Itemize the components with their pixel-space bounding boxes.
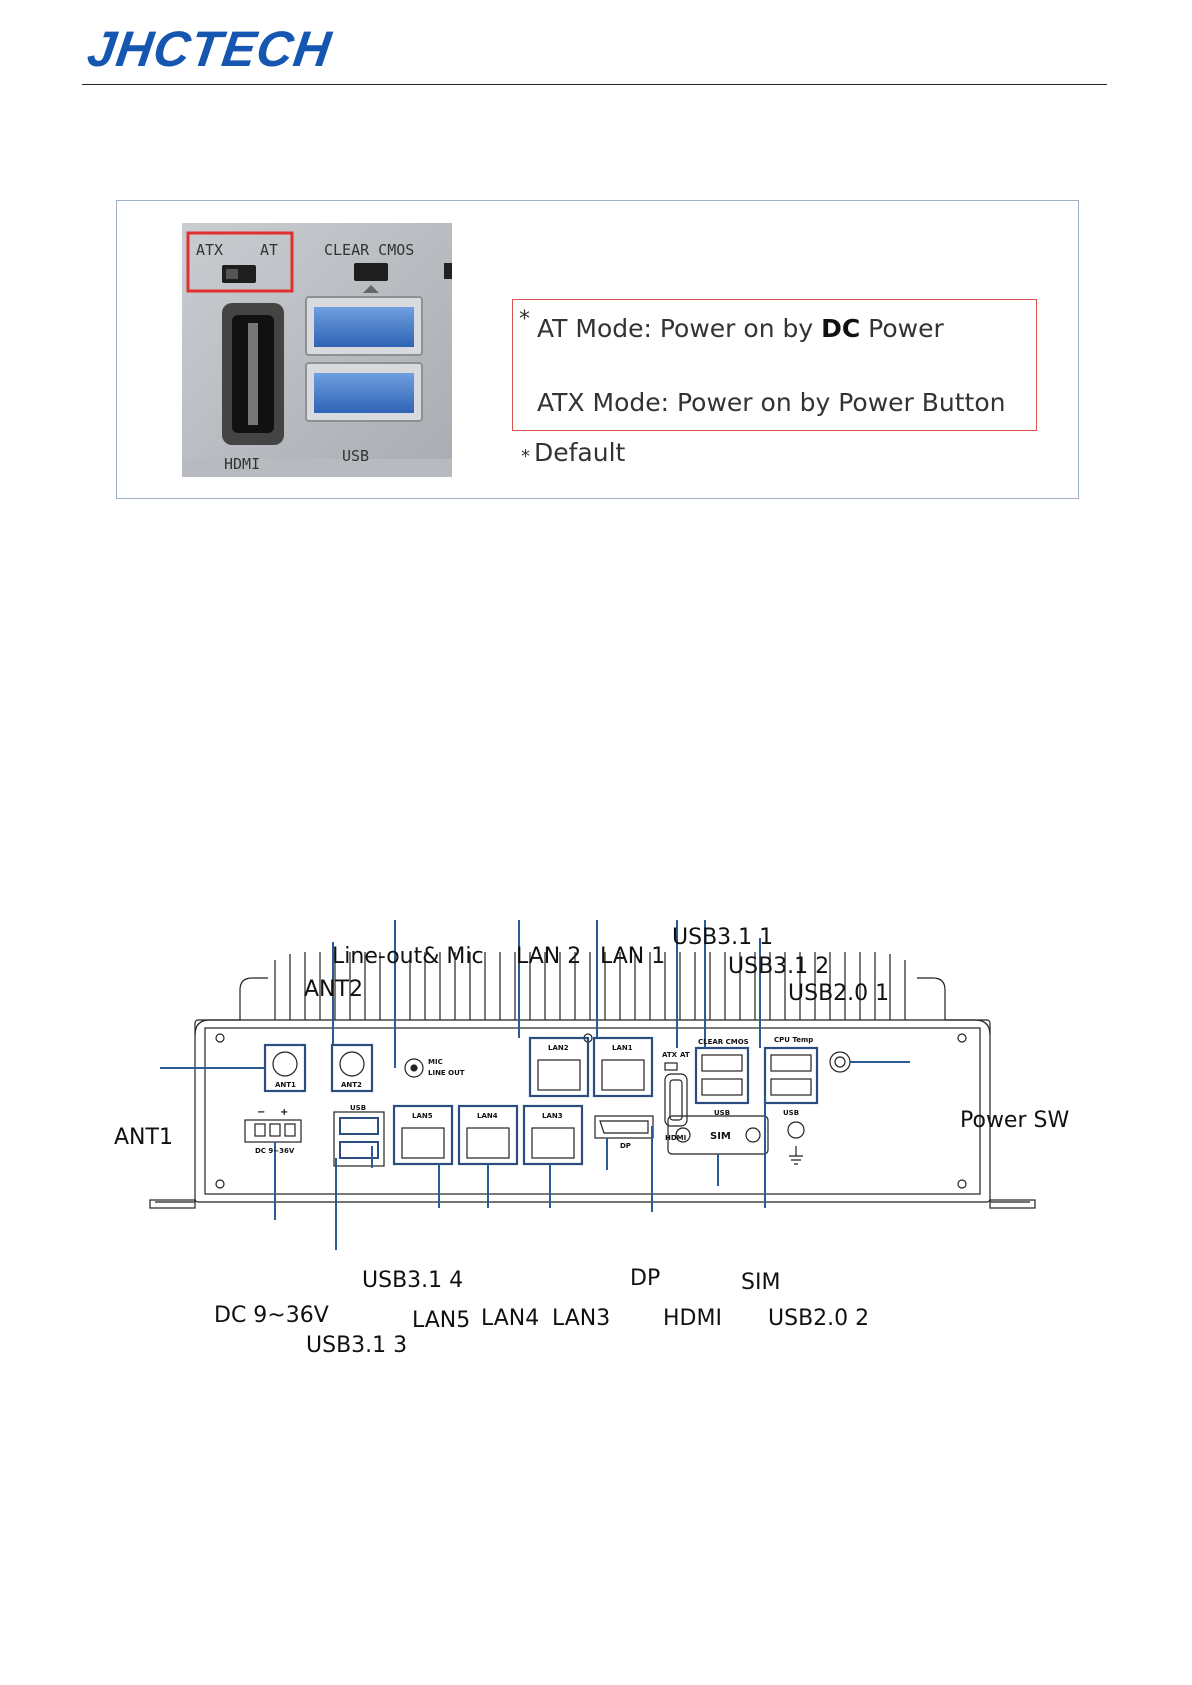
ground-symbol (787, 1121, 805, 1139)
panel-cpu-temp-label: CPU Temp (774, 1036, 813, 1044)
screw (957, 1033, 967, 1043)
panel-lan3-label: LAN3 (542, 1112, 563, 1120)
callout-sim: SIM (741, 1270, 781, 1295)
lan2-port (528, 1036, 590, 1098)
heatsink-left-shoulder (194, 977, 268, 1036)
photo-at-label: AT (260, 241, 278, 259)
panel-usb-label-a: USB (714, 1109, 730, 1117)
screw (957, 1179, 967, 1189)
callout-usb20-1: USB2.0 1 (788, 981, 890, 1006)
panel-minus-label: − (257, 1107, 265, 1118)
screw (215, 1033, 225, 1043)
at-mode-asterisk: * (519, 307, 530, 332)
panel-lan5-label: LAN5 (412, 1112, 433, 1120)
callout-lan2: LAN 2 (516, 944, 582, 969)
panel-ant2-label: ANT2 (341, 1081, 362, 1089)
heatsink-right-shoulder (917, 977, 991, 1036)
at-mode-prefix: AT Mode: Power on by (537, 314, 822, 343)
panel-clear-cmos-label: CLEAR CMOS (698, 1038, 749, 1046)
callout-lan4: LAN4 (481, 1306, 540, 1331)
callout-usb31-2: USB3.1 2 (728, 954, 830, 979)
panel-lan4-label: LAN4 (477, 1112, 498, 1120)
right-foot (989, 1199, 1036, 1209)
callout-lan5: LAN5 (412, 1308, 471, 1333)
panel-atx-label: ATX (662, 1051, 678, 1059)
panel-dc-label: DC 9~36V (255, 1147, 295, 1155)
default-asterisk: * (521, 446, 530, 467)
power-mode-note-box (512, 299, 1037, 431)
header-divider (82, 84, 1107, 85)
callout-ant2: ANT2 (304, 977, 363, 1002)
panel-dp-label: DP (620, 1142, 631, 1150)
callout-lan1: LAN 1 (600, 944, 666, 969)
panel-plus-label: + (280, 1107, 288, 1118)
panel-atx-at-switch (664, 1062, 678, 1071)
clear-cmos-jumper (354, 263, 388, 281)
photo-usb-label: USB (342, 447, 369, 465)
atx-at-switch-photo: ATX AT CLEAR CMOS HDMI USB (182, 223, 452, 477)
at-mode-note: AT Mode: Power on by DC Power (537, 314, 944, 343)
callout-usb31-4: USB3.1 4 (362, 1268, 464, 1293)
at-mode-dc: DC (821, 314, 861, 343)
panel-dp-port (594, 1115, 654, 1139)
panel-line-out-label: LINE OUT (428, 1069, 465, 1077)
callout-usb20-2: USB2.0 2 (768, 1306, 870, 1331)
callout-power-sw: Power SW (960, 1108, 1070, 1133)
front-plate (204, 1027, 981, 1195)
callout-ant1: ANT1 (114, 1125, 173, 1150)
ant2-port (330, 1043, 374, 1093)
photo-clear-cmos-label: CLEAR CMOS (324, 241, 414, 259)
lan1-port (592, 1036, 654, 1098)
panel-mic-label: MIC (428, 1058, 443, 1066)
panel-usb-label-c: USB (350, 1104, 366, 1112)
callout-leaders (160, 920, 910, 1250)
jhctech-logo: JHCTECH (84, 21, 336, 77)
callout-line-out-mic: Line-out& Mic (332, 944, 484, 969)
screw (215, 1179, 225, 1189)
panel-sim-label: SIM (710, 1131, 731, 1142)
callout-lan3: LAN3 (552, 1306, 611, 1331)
usb31-1-2-ports (694, 1046, 750, 1105)
panel-usb-label-b: USB (783, 1109, 799, 1117)
panel-lan1-label: LAN1 (612, 1044, 633, 1052)
callout-usb31-1: USB3.1 1 (672, 925, 774, 950)
callout-hdmi: HDMI (663, 1306, 722, 1331)
panel-ant1-label: ANT1 (275, 1081, 296, 1089)
panel-hdmi-port (664, 1073, 688, 1127)
chassis-body (194, 1019, 991, 1203)
audio-jack (404, 1058, 424, 1078)
callout-dc: DC 9~36V (214, 1303, 329, 1328)
usb20-1-2-ports (763, 1046, 819, 1105)
default-note: Default (534, 438, 626, 467)
at-mode-suffix: Power (860, 314, 944, 343)
panel-at-label: AT (680, 1051, 690, 1059)
atx-at-highlight (186, 231, 294, 293)
heatsink-fins (274, 952, 906, 1020)
lan5-port (392, 1104, 454, 1166)
usb31-3-4-ports (333, 1111, 385, 1167)
atx-mode-note: ATX Mode: Power on by Power Button (537, 388, 1006, 417)
callout-dp: DP (630, 1266, 661, 1291)
power-switch (829, 1051, 851, 1073)
callout-usb31-3: USB3.1 3 (306, 1333, 408, 1358)
lan3-port (522, 1104, 584, 1166)
dc-terminal (244, 1119, 302, 1143)
left-foot (149, 1199, 196, 1209)
panel-hdmi-label: HDMI (665, 1134, 686, 1142)
rear-panel-diagram: ANT1 ANT2 MIC LINE OUT LAN2 LAN1 ATX AT … (149, 920, 1036, 1250)
photo-hdmi-label: HDMI (224, 455, 260, 473)
photo-atx-label: ATX (196, 241, 223, 259)
panel-lan2-label: LAN2 (548, 1044, 569, 1052)
